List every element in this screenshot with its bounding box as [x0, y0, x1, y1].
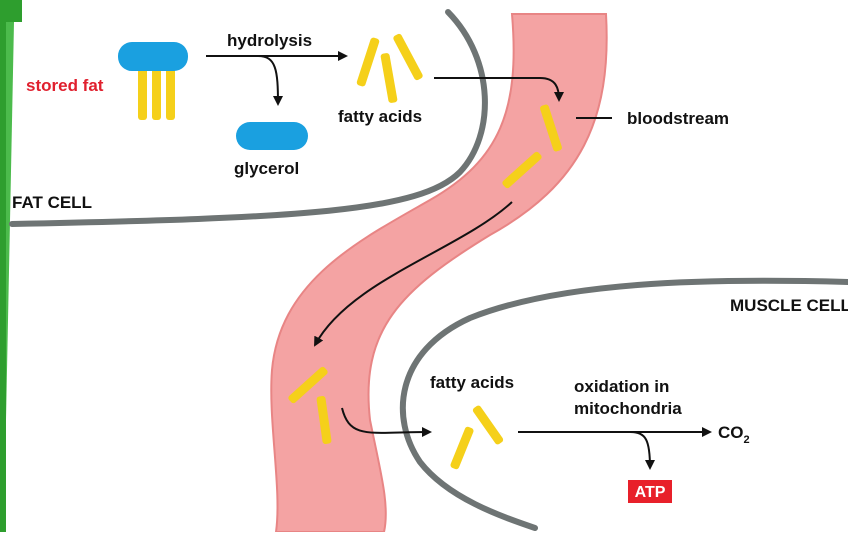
glycerol-label: glycerol: [234, 159, 299, 178]
atp-label: ATP: [635, 484, 666, 501]
fatty-acids-top-label: fatty acids: [338, 107, 422, 126]
fatty-acids-bottom-label: fatty acids: [430, 373, 514, 392]
fatty-acids-released: [356, 33, 424, 104]
hydrolysis-label: hydrolysis: [227, 31, 312, 50]
co2-main: CO: [718, 423, 744, 442]
bloodstream-vessel: [271, 14, 606, 532]
muscle-cell-label: MUSCLE CELL: [730, 296, 848, 315]
stored-fat-molecule: [118, 42, 188, 120]
co2-subscript: 2: [744, 434, 750, 446]
glycerol-molecule: [236, 122, 308, 150]
atp-arrow: [630, 432, 650, 468]
co2-label: CO2: [718, 423, 750, 446]
oxidation-label-line1: oxidation in: [574, 377, 669, 396]
fatty-acids-in-muscle: [450, 404, 505, 470]
fat-cell-label: FAT CELL: [12, 193, 92, 212]
bloodstream-label: bloodstream: [627, 109, 729, 128]
glycerol-arrow: [258, 56, 278, 104]
slide-green-decoration: [0, 0, 22, 532]
stored-fat-label: stored fat: [26, 76, 104, 95]
oxidation-label-line2: mitochondria: [574, 399, 682, 418]
